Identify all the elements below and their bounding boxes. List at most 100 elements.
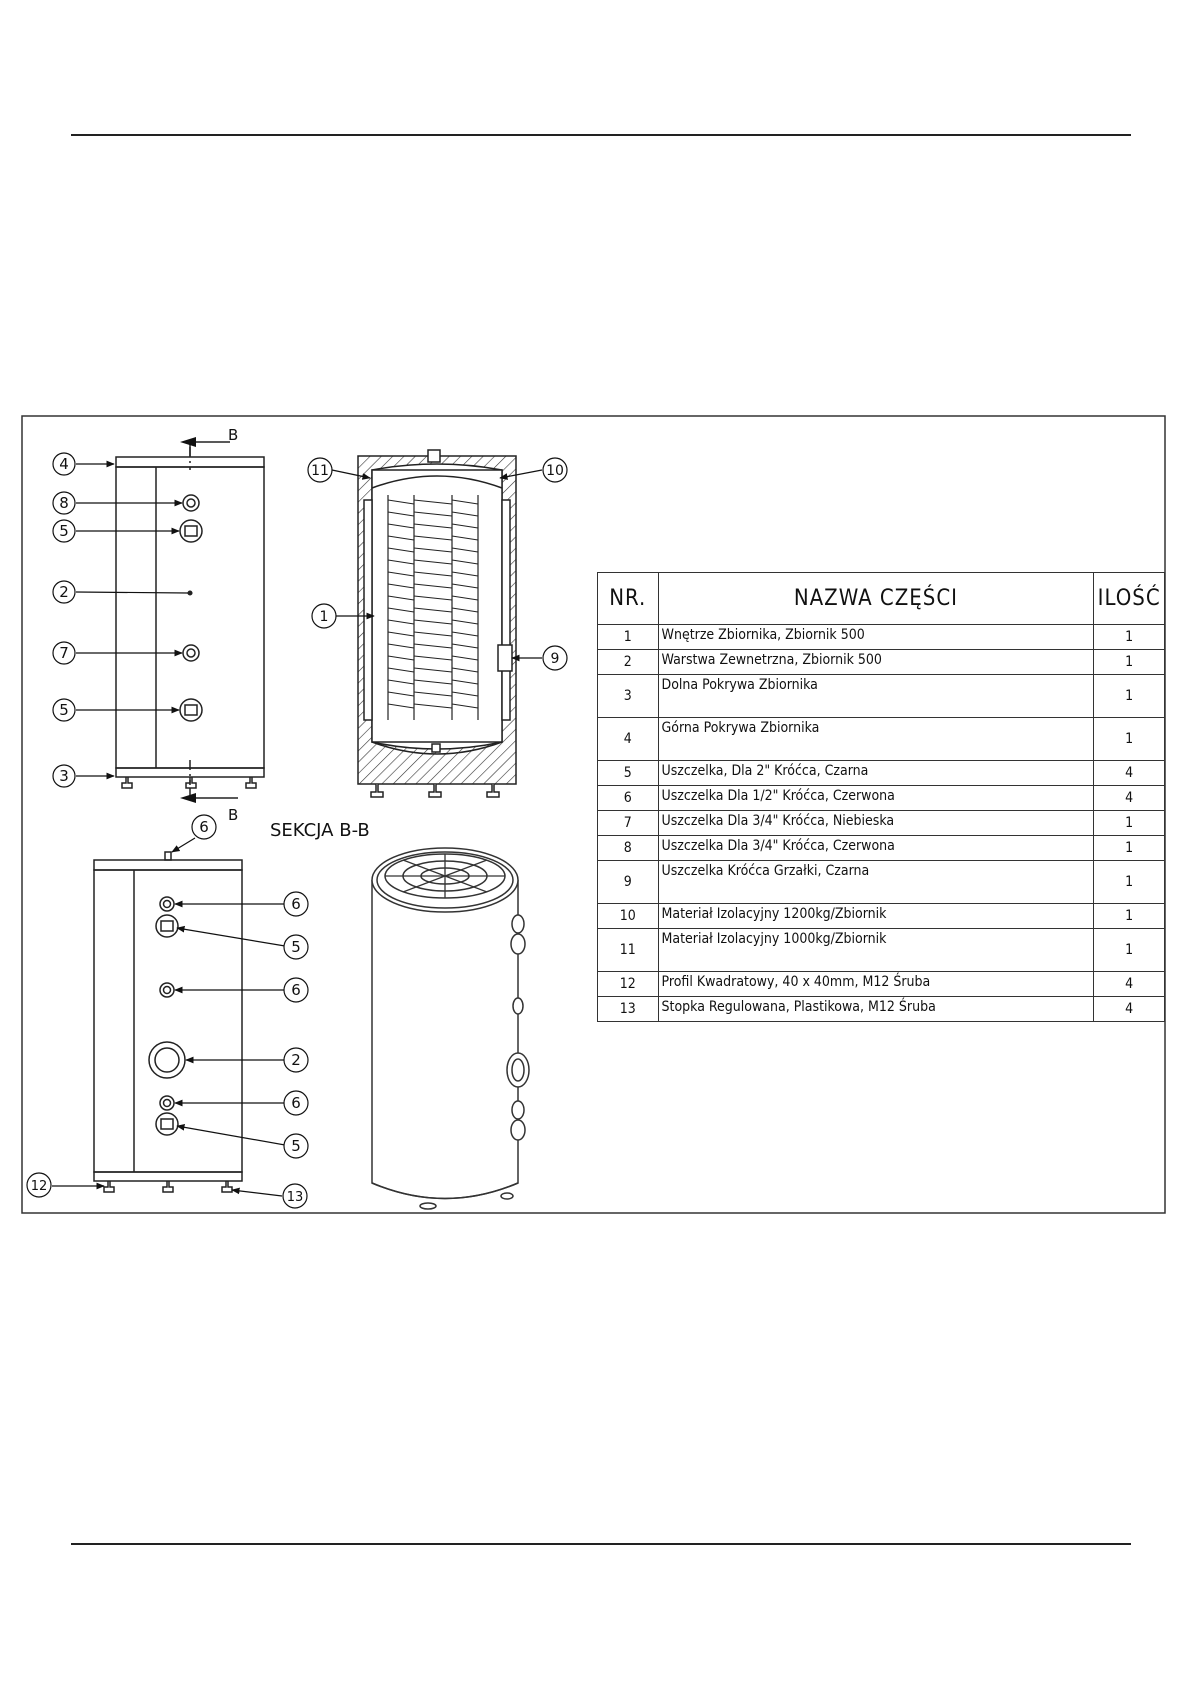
header-nr: NR. [597, 572, 659, 625]
row-nr: 6 [597, 785, 659, 811]
row-name: Uszczelka Króćca Grzałki, Czarna [657, 860, 1095, 904]
callout-label: 6 [291, 981, 301, 999]
callout-label: 8 [59, 494, 69, 512]
top-rule [71, 134, 1131, 136]
row-nr: 8 [597, 835, 659, 861]
row-name: Wnętrze Zbiornika, Zbiornik 500 [657, 624, 1095, 650]
callout-label: 6 [199, 818, 209, 836]
callout-11: 11 [307, 457, 333, 483]
callout-label: 7 [59, 644, 69, 662]
callout-6c: 6 [283, 1090, 309, 1116]
front-callouts: 4 8 5 2 7 5 3 [52, 452, 76, 788]
side-callouts: 6 6 5 6 2 6 5 12 13 [26, 814, 309, 1209]
callout-6b: 6 [283, 977, 309, 1003]
callout-label: 5 [59, 701, 69, 719]
callout-label: 11 [311, 463, 329, 479]
row-name: Profil Kwadratowy, 40 x 40mm, M12 Śruba [657, 971, 1095, 997]
row-nr: 12 [597, 971, 659, 997]
callout-label: 5 [291, 938, 301, 956]
row-qty: 4 [1093, 971, 1165, 997]
callout-label: 5 [59, 522, 69, 540]
row-nr: 10 [597, 903, 659, 929]
row-name: Górna Pokrywa Zbiornika [657, 717, 1095, 761]
section-marker-bottom: B [228, 806, 238, 824]
callout-7: 7 [52, 641, 76, 665]
callout-3: 3 [52, 764, 76, 788]
row-name: Dolna Pokrywa Zbiornika [657, 674, 1095, 718]
callout-12: 12 [26, 1172, 52, 1198]
row-nr: 1 [597, 624, 659, 650]
callout-5a: 5 [283, 934, 309, 960]
callout-label: 12 [31, 1179, 48, 1194]
row-qty: 4 [1093, 996, 1165, 1022]
row-qty: 1 [1093, 624, 1165, 650]
row-nr: 2 [597, 649, 659, 675]
callout-5b: 5 [52, 698, 76, 722]
row-qty: 1 [1093, 860, 1165, 904]
table-header-row: NR. NAZWA CZĘŚCI ILOŚĆ [597, 572, 1165, 625]
row-nr: 7 [597, 810, 659, 836]
row-nr: 13 [597, 996, 659, 1022]
callout-13: 13 [282, 1183, 308, 1209]
drawing-frame [21, 415, 1166, 1214]
section-marker-top: B [228, 426, 238, 444]
side-view [93, 851, 243, 1193]
callout-6-top: 6 [191, 814, 217, 840]
row-qty: 1 [1093, 835, 1165, 861]
row-name: Uszczelka Dla 3/4" Króćca, Niebieska [657, 810, 1095, 836]
callout-label: 3 [59, 767, 69, 785]
callout-5: 5 [52, 519, 76, 543]
row-name: Uszczelka Dla 3/4" Króćca, Czerwona [657, 835, 1095, 861]
front-view [115, 441, 265, 800]
callout-1: 1 [311, 603, 337, 629]
section-callouts: 11 10 1 9 [307, 457, 568, 671]
row-qty: 1 [1093, 674, 1165, 718]
callout-label: 2 [291, 1051, 301, 1069]
coil-rungs [387, 499, 479, 709]
callout-label: 6 [291, 1094, 301, 1112]
callout-4: 4 [52, 452, 76, 476]
callout-8: 8 [52, 491, 76, 515]
callout-5c: 5 [283, 1133, 309, 1159]
row-nr: 9 [597, 860, 659, 904]
callout-9: 9 [542, 645, 568, 671]
row-qty: 1 [1093, 903, 1165, 929]
row-name: Materiał Izolacyjny 1200kg/Zbiornik [657, 903, 1095, 929]
row-nr: 11 [597, 928, 659, 972]
section-view [357, 449, 517, 798]
callout-6a: 6 [283, 891, 309, 917]
row-name: Stopka Regulowana, Plastikowa, M12 Śruba [657, 996, 1095, 1022]
bottom-rule [71, 1543, 1131, 1545]
callout-label: 13 [287, 1190, 304, 1205]
callout-10: 10 [542, 457, 568, 483]
row-nr: 4 [597, 717, 659, 761]
row-qty: 4 [1093, 760, 1165, 786]
callout-label: 1 [320, 609, 329, 625]
callout-label: 9 [551, 651, 560, 667]
row-qty: 1 [1093, 928, 1165, 972]
header-qty: ILOŚĆ [1093, 572, 1165, 625]
row-name: Warstwa Zewnetrzna, Zbiornik 500 [657, 649, 1095, 675]
row-name: Uszczelka Dla 1/2" Króćca, Czerwona [657, 785, 1095, 811]
header-name: NAZWA CZĘŚCI [657, 572, 1095, 625]
row-qty: 1 [1093, 649, 1165, 675]
callout-label: 2 [59, 583, 69, 601]
row-name: Uszczelka, Dla 2" Króćca, Czarna [657, 760, 1095, 786]
callout-2b: 2 [283, 1047, 309, 1073]
callout-label: 4 [59, 455, 69, 473]
callout-2: 2 [52, 580, 76, 604]
row-name: Materiał Izolacyjny 1000kg/Zbiornik [657, 928, 1095, 972]
